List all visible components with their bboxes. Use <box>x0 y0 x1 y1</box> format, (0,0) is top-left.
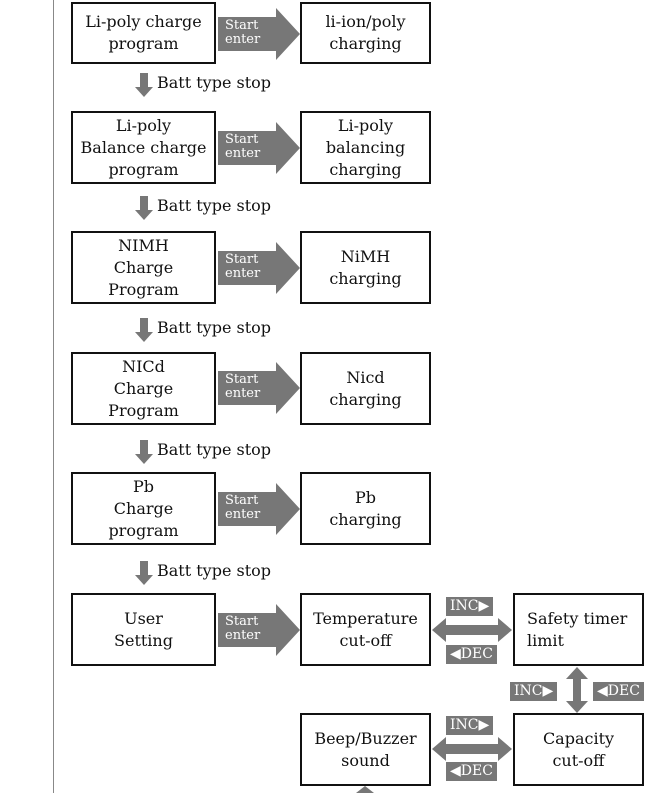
arrow-label: enter <box>225 266 261 281</box>
box-line: charging <box>329 268 402 288</box>
box-line: li-ion/poly <box>325 12 406 31</box>
box-line: Setting <box>114 630 173 650</box>
arrow-label: Start <box>225 614 259 629</box>
box-line: NIMH <box>118 235 169 255</box>
batt-type-stop-label: Batt type stop <box>157 561 272 580</box>
box-line: Program <box>108 279 179 299</box>
arrow-label: enter <box>225 507 261 522</box>
box-line: balancing <box>325 137 406 157</box>
box-line: Charge <box>113 378 174 398</box>
box-line: NICd <box>122 356 165 376</box>
double-arrow-horizontal <box>432 737 512 761</box>
inc-label: INC▶ <box>446 597 494 616</box>
safety-timer-limit-box: Safety timer limit <box>513 593 644 666</box>
double-arrow-horizontal <box>432 618 512 642</box>
box-line: charging <box>329 389 402 409</box>
li-poly-charge-program-box: Li-poly charge program <box>71 2 216 64</box>
arrow-label: Start <box>225 372 259 387</box>
batt-type-stop-label: Batt type stop <box>157 196 272 215</box>
inc-label: INC▶ <box>510 682 558 701</box>
box-line: sound <box>341 750 390 770</box>
box-line: program <box>108 520 179 540</box>
batt-type-stop-label: Batt type stop <box>157 73 272 92</box>
nicd-charging-box: Nicd charging <box>300 352 431 425</box>
arrow-label: enter <box>225 628 261 643</box>
dec-label: ◀DEC <box>446 645 497 664</box>
arrow-label: enter <box>225 146 261 161</box>
box-line: program <box>108 159 179 179</box>
box-line: charging <box>329 34 402 53</box>
arrow-up-partial <box>356 786 374 793</box>
box-line: Charge <box>113 498 174 518</box>
nicd-charge-program-box: NICd Charge Program <box>71 352 216 425</box>
box-line: Capacity <box>542 728 615 748</box>
box-line: cut-off <box>339 630 392 650</box>
box-line: Temperature <box>313 608 418 628</box>
box-line: limit <box>527 630 564 650</box>
box-line: Balance charge <box>80 137 207 157</box>
box-line: Li-poly <box>337 115 394 135</box>
li-poly-balancing-charging-box: Li-poly balancing charging <box>300 111 431 184</box>
li-poly-balance-program-box: Li-poly Balance charge program <box>71 111 216 184</box>
box-line: charging <box>329 509 402 529</box>
box-line: User <box>124 608 163 628</box>
arrow-label: Start <box>225 252 259 267</box>
nimh-charge-program-box: NIMH Charge Program <box>71 231 216 304</box>
li-ion-poly-charging-box: li-ion/poly charging <box>300 2 431 64</box>
box-line: program <box>108 34 179 53</box>
box-line: Program <box>108 400 179 420</box>
arrow-label: enter <box>225 32 261 47</box>
batt-type-stop-label: Batt type stop <box>157 440 272 459</box>
page-margin-line <box>53 0 54 793</box>
dec-label: ◀DEC <box>446 762 497 781</box>
box-line: charging <box>329 159 402 179</box>
arrow-label: enter <box>225 386 261 401</box>
pb-charge-program-box: Pb Charge program <box>71 472 216 545</box>
pb-charging-box: Pb charging <box>300 472 431 545</box>
box-line: Li-poly <box>115 115 172 135</box>
inc-label: INC▶ <box>446 716 494 735</box>
box-line: Safety timer <box>527 608 628 628</box>
box-line: cut-off <box>552 750 605 770</box>
box-line: Charge <box>113 257 174 277</box>
beep-buzzer-sound-box: Beep/Buzzer sound <box>300 713 431 786</box>
nimh-charging-box: NiMH charging <box>300 231 431 304</box>
box-line: Beep/Buzzer <box>314 728 417 748</box>
arrow-label: Start <box>225 132 259 147</box>
capacity-cutoff-box: Capacity cut-off <box>513 713 644 786</box>
box-line: Pb <box>354 487 376 507</box>
temperature-cutoff-box: Temperature cut-off <box>300 593 431 666</box>
arrow-label: Start <box>225 493 259 508</box>
user-setting-box: User Setting <box>71 593 216 666</box>
batt-type-stop-label: Batt type stop <box>157 318 272 337</box>
box-line: Li-poly charge <box>85 12 202 31</box>
box-line: NiMH <box>340 246 391 266</box>
box-line: Pb <box>132 476 154 496</box>
double-arrow-vertical <box>566 667 588 713</box>
box-line: Nicd <box>346 367 385 387</box>
arrow-label: Start <box>225 18 259 33</box>
dec-label: ◀DEC <box>593 682 644 701</box>
